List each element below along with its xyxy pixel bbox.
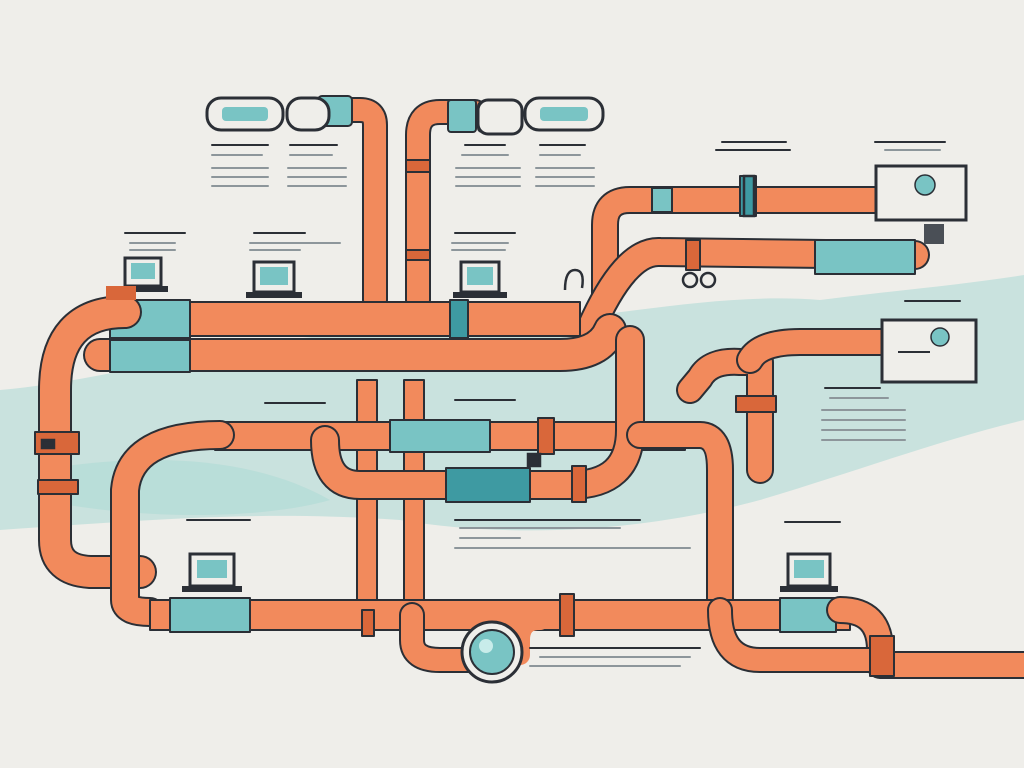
pipe-center-loop	[312, 327, 643, 498]
text-block-right-top	[715, 141, 791, 151]
clamp-icon	[742, 174, 756, 218]
pipe-to-monitor-mid	[738, 330, 892, 372]
pipe-middle-teal	[389, 419, 491, 453]
laptop-icon	[453, 260, 507, 298]
pipe-main-upper-clamp	[449, 299, 469, 339]
laptop-icon	[118, 256, 168, 292]
top-pill-3	[476, 98, 524, 136]
valve-icon	[681, 271, 699, 289]
flange-center-loop	[571, 465, 587, 503]
monitor-icon	[874, 164, 968, 244]
pipe-main-second	[85, 315, 625, 370]
text-block-bottom	[529, 647, 701, 667]
flange-bottom-right	[869, 635, 895, 677]
text-block-right-lower	[821, 387, 906, 441]
pipe-network	[34, 95, 1024, 679]
laptop-icon	[106, 286, 136, 300]
text-block-top-2	[287, 144, 347, 187]
text-block-top-1	[211, 144, 269, 187]
text-block-top-3	[455, 144, 521, 187]
flange-riser-center-2	[405, 249, 431, 261]
text-block-laptop-1	[124, 232, 186, 251]
valve-icon	[699, 271, 717, 289]
pipe-riser-center-fill	[407, 101, 486, 311]
top-pill-2	[285, 96, 331, 132]
pipe-center-loop-teal	[445, 467, 531, 503]
flange-left-loop-2	[37, 479, 79, 495]
pipe-left-loop	[40, 297, 155, 587]
pipe-riser-left-fill	[319, 99, 386, 311]
gauge-icon	[460, 620, 524, 684]
text-labels	[124, 141, 961, 667]
flange-bottom-2	[361, 609, 375, 637]
pipe-main-second-teal	[109, 339, 191, 373]
pipe-right-loop	[628, 423, 732, 622]
text-block-middle-labels	[264, 399, 516, 404]
flange-middle-1	[537, 417, 555, 455]
laptop-icon	[780, 552, 838, 592]
text-block-top-4	[535, 144, 595, 187]
pipe-left-u	[112, 422, 233, 625]
pipe-teal-upper-right-secondary	[814, 239, 916, 275]
flange-upper-right	[685, 239, 701, 271]
top-label-pills	[205, 96, 605, 136]
laptop-icon	[246, 260, 302, 298]
flange-bottom-1	[559, 593, 575, 637]
pipe-riser-center-teal	[447, 99, 477, 133]
pipe-bottom-right-loop	[709, 599, 891, 671]
flange-right-riser	[735, 395, 777, 413]
pipe-teal-upper-right	[651, 187, 673, 213]
valve-icon	[526, 452, 542, 468]
top-pill-1	[205, 96, 285, 132]
laptop-icons	[106, 256, 838, 592]
text-block-laptop-2	[249, 232, 341, 251]
flange-riser-center-1	[405, 159, 431, 173]
text-block-right-top-2	[874, 141, 946, 151]
monitor-icon	[880, 318, 978, 384]
pipe-bottom-teal-left	[169, 597, 251, 633]
pipe-upper-right-secondary	[577, 239, 928, 343]
pipe-elbow-upper-right	[593, 188, 892, 312]
valve-icon	[40, 438, 56, 450]
text-block-lower	[186, 519, 841, 549]
pipe-to-gauge	[401, 604, 481, 671]
valve-hooks	[40, 174, 756, 468]
laptop-icon	[182, 552, 242, 592]
text-block-laptop-3	[451, 232, 516, 251]
top-pill-4	[523, 96, 605, 132]
hook-icon	[563, 268, 584, 291]
